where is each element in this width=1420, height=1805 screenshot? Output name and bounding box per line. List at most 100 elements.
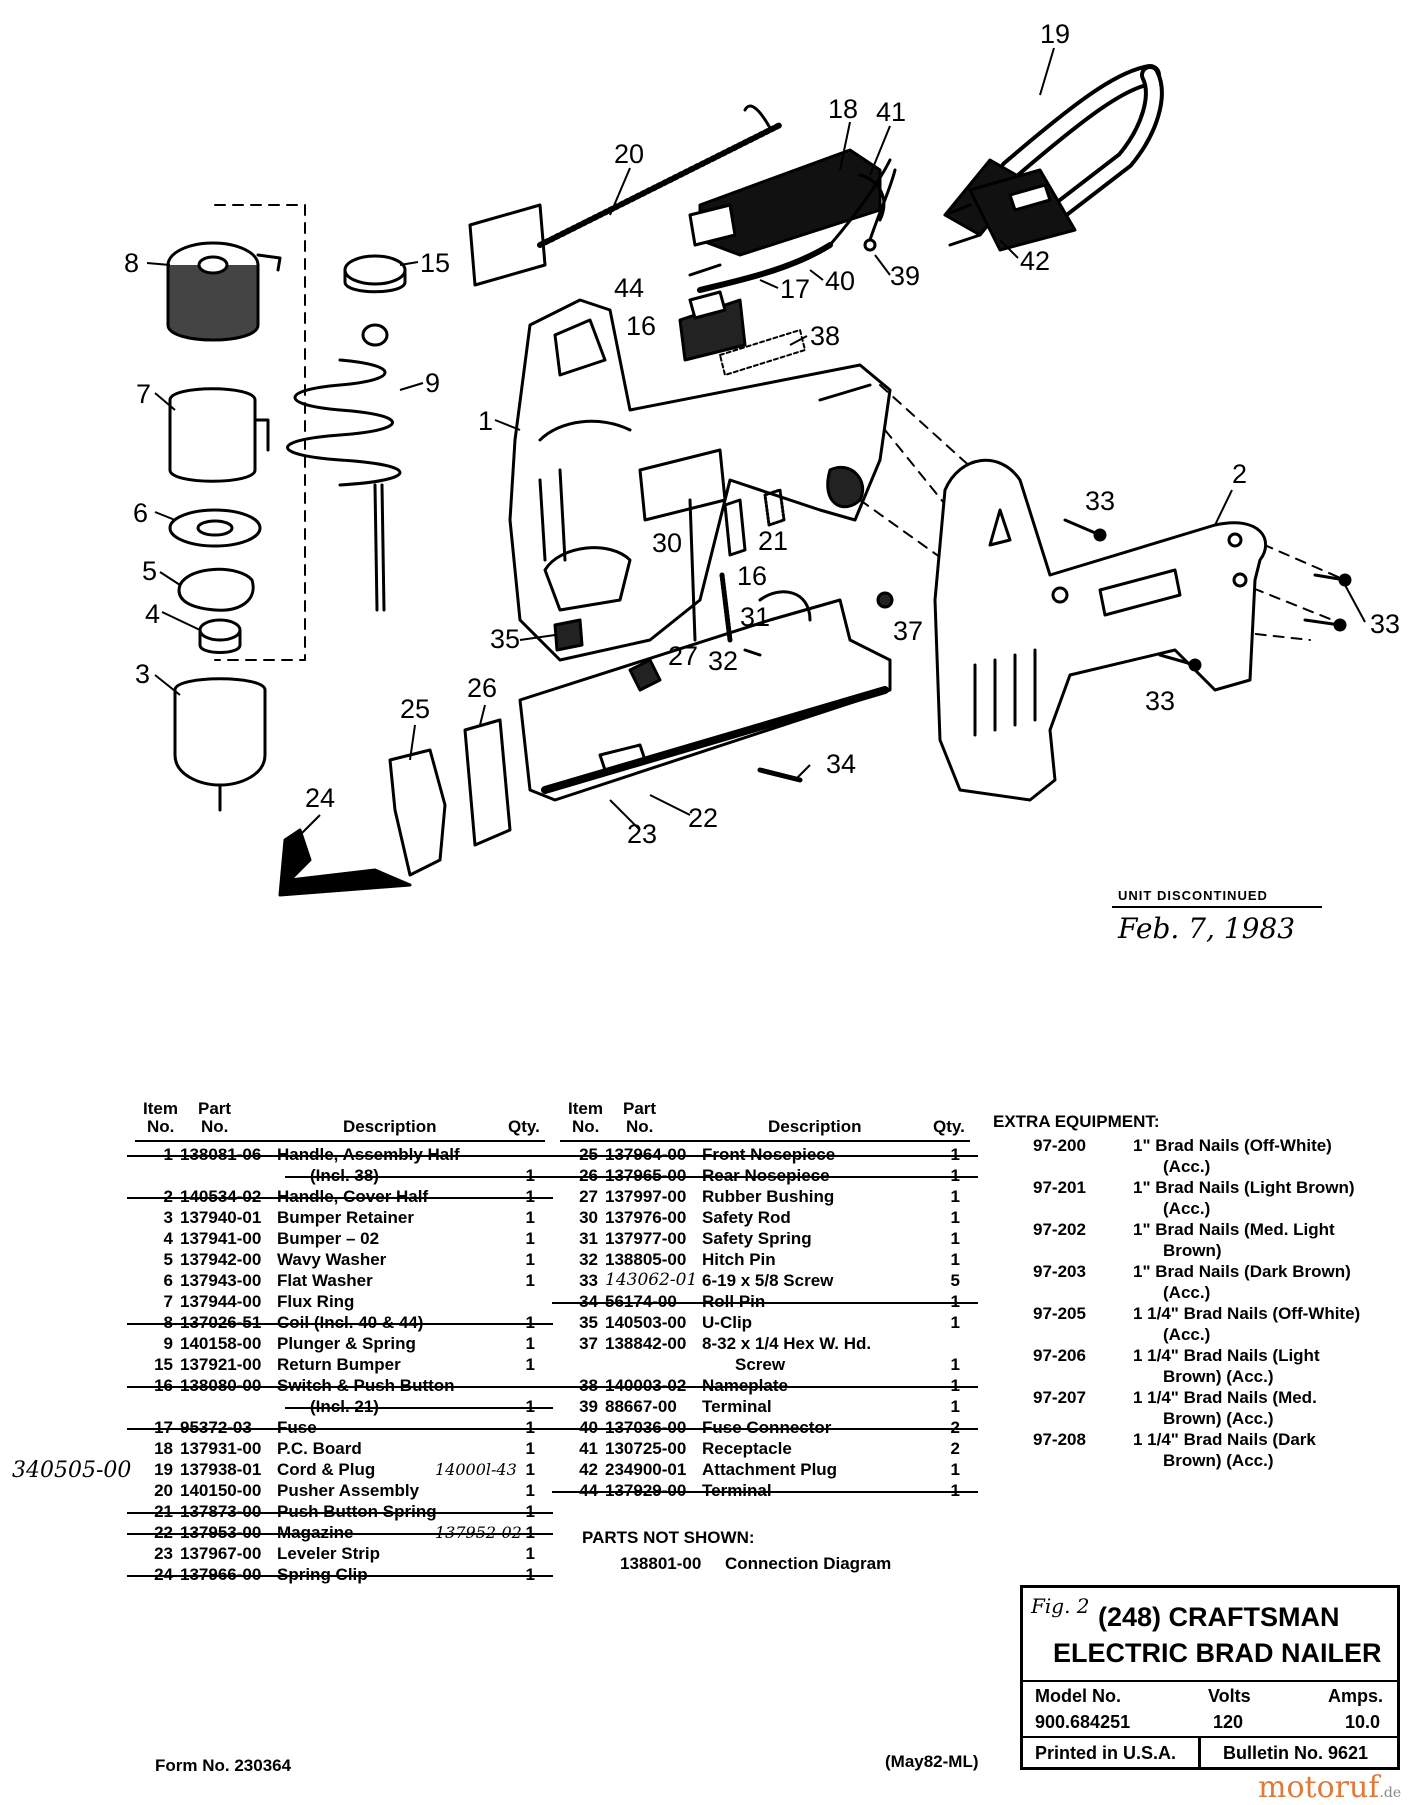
row-item: 22 — [154, 1523, 173, 1542]
title-line-2: ELECTRIC BRAD NAILER — [1053, 1638, 1382, 1668]
row-qty: 2 — [950, 1418, 960, 1437]
part-38-nameplate — [719, 329, 806, 376]
callout-33c: 33 — [1145, 686, 1175, 716]
row-qty: 1 — [525, 1418, 535, 1437]
row-description: Bumper Retainer — [277, 1208, 414, 1227]
row-description: Coil (Incl. 40 & 44) — [277, 1313, 424, 1332]
row-part-no: 137921-00 — [180, 1355, 262, 1374]
callout-6: 6 — [133, 498, 148, 528]
row-qty: 1 — [950, 1145, 960, 1164]
header-rule-right — [560, 1140, 970, 1142]
extra-line-1: 1 1/4" Brad Nails (Off-White) — [1133, 1304, 1361, 1323]
row-description: U-Clip — [702, 1313, 753, 1332]
title-rule-1 — [1023, 1680, 1397, 1682]
extra-line-2: Brown) (Acc.) — [1163, 1451, 1274, 1470]
row-description: Front Nosepiece — [702, 1145, 836, 1164]
row-qty: 1 — [525, 1355, 535, 1374]
row-item: 33 — [579, 1271, 598, 1290]
row-part-no: 137964-00 — [605, 1145, 687, 1164]
extra-line-2: Brown) (Acc.) — [1163, 1367, 1274, 1386]
row-description: Switch & Push Button — [277, 1376, 455, 1395]
row-description: Magazine — [277, 1523, 354, 1542]
part-37-hex-screw — [876, 591, 894, 609]
volts-label: Volts — [1208, 1686, 1251, 1706]
row-description: Handle, Assembly Half — [277, 1145, 460, 1164]
row-part-no: 140503-00 — [605, 1313, 687, 1332]
part-27-rubber-bushing — [628, 658, 662, 692]
discontinued-rule — [1112, 906, 1322, 908]
callout-4: 4 — [145, 599, 160, 629]
row-qty: 1 — [525, 1565, 535, 1584]
row-description: Rear Nosepiece — [702, 1166, 830, 1185]
extra-part-no: 97-201 — [1033, 1178, 1086, 1197]
row-item: 18 — [154, 1439, 173, 1458]
row-qty: 1 — [950, 1313, 960, 1332]
extra-line-1: 1 1/4" Brad Nails (Med. — [1133, 1388, 1317, 1407]
row-part-no: 137943-00 — [180, 1271, 262, 1290]
row-handwritten-note: 137952-02 — [435, 1523, 522, 1542]
parts-not-shown-part: 138801-00 — [620, 1554, 702, 1573]
callout-16: 16 — [626, 311, 656, 341]
part-3-bumper-retainer — [173, 677, 267, 812]
header-part: Part — [198, 1099, 232, 1118]
unit-discontinued-label: UNIT DISCONTINUED — [1118, 888, 1268, 903]
header-part-r: Part — [623, 1099, 657, 1118]
part-9-plunger-spring — [286, 323, 402, 612]
extra-part-no: 97-203 — [1033, 1262, 1086, 1281]
row-part-no: 137977-00 — [605, 1229, 687, 1248]
extra-equipment-title: EXTRA EQUIPMENT: — [993, 1112, 1160, 1131]
parts-not-shown-title: PARTS NOT SHOWN: — [582, 1528, 755, 1547]
title-divider — [1198, 1736, 1201, 1767]
extra-part-no: 97-208 — [1033, 1430, 1086, 1449]
watermark-text: motoruf — [1258, 1770, 1380, 1805]
row-item: 16 — [154, 1376, 173, 1395]
callout-42: 42 — [1020, 246, 1050, 276]
extra-line-2: (Acc.) — [1163, 1283, 1211, 1302]
row-part-no: 56174-00 — [605, 1292, 677, 1311]
part-8-coil — [166, 241, 282, 342]
callout-21: 21 — [758, 526, 788, 556]
part-34-roll-pin — [757, 767, 803, 783]
row-part-no: 138080-00 — [180, 1376, 262, 1395]
row-item: 32 — [579, 1250, 598, 1269]
row-handwritten-note: 14000l-43 — [435, 1460, 517, 1479]
extra-line-1: 1" Brad Nails (Light Brown) — [1133, 1178, 1355, 1197]
extra-part-no: 97-202 — [1033, 1220, 1086, 1239]
header-description-r: Description — [768, 1117, 862, 1136]
part-17-40-fuse-wires — [688, 158, 897, 293]
row-item: 7 — [163, 1292, 173, 1311]
row-description: Flat Washer — [277, 1271, 373, 1290]
row-description: Push Button Spring — [277, 1502, 437, 1521]
row-description: Nameplate — [702, 1376, 788, 1395]
row-description: Flux Ring — [277, 1292, 355, 1311]
callout-5: 5 — [142, 556, 157, 586]
part-1-handle-assembly-half — [508, 298, 892, 662]
row-item: 17 — [154, 1418, 173, 1437]
row-qty: 1 — [525, 1334, 535, 1353]
table-row: 16 138080-00 Switch & Push Button — [127, 1375, 553, 1396]
extra-line-1: 1" Brad Nails (Med. Light — [1133, 1220, 1335, 1239]
row-description: Terminal — [702, 1397, 772, 1416]
extra-line-1: 1 1/4" Brad Nails (Dark — [1133, 1430, 1316, 1449]
part-2-handle-cover-half — [933, 458, 1268, 802]
row-part-no: 137966-00 — [180, 1565, 262, 1584]
callout-40: 40 — [825, 266, 855, 296]
table-row: (Incl. 21)1 — [135, 1396, 553, 1417]
header-item: Item — [143, 1099, 178, 1118]
callout-32: 32 — [708, 646, 738, 676]
row-part-no: 138081-06 — [180, 1145, 262, 1164]
